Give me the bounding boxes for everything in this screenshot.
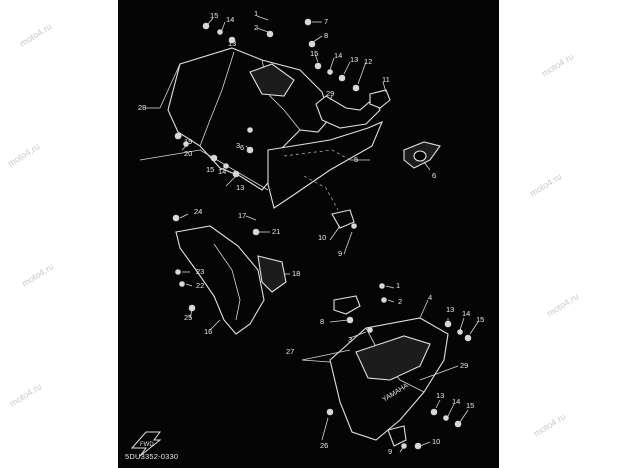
fwd-label: FWD xyxy=(140,442,154,448)
upper-cowling-edge xyxy=(199,51,235,147)
small-cover-hole xyxy=(413,150,427,162)
side-duct xyxy=(257,255,287,293)
lower-stay-rear xyxy=(387,425,407,447)
callout-number: 6 xyxy=(432,171,436,180)
lower-stay xyxy=(333,295,361,315)
fastener-group xyxy=(172,18,472,450)
callout-number: 16 xyxy=(204,327,212,336)
callout-number: 10 xyxy=(318,233,326,242)
callout-number: 24 xyxy=(194,207,202,216)
callout-number: 19 xyxy=(184,137,192,146)
callout-number: 3 xyxy=(236,141,240,150)
callout-number: 8 xyxy=(320,317,324,326)
callout-number: 22 xyxy=(196,281,204,290)
callout-number: 13 xyxy=(436,391,444,400)
callout-number: 1 xyxy=(396,281,400,290)
callout-number: 25 xyxy=(184,313,192,322)
callout-number: 13 xyxy=(446,305,454,314)
leader-lines xyxy=(146,15,479,453)
callout-number: 14 xyxy=(334,51,342,60)
callout-number: 11 xyxy=(382,75,390,84)
callout-number: 2 xyxy=(254,23,258,32)
callout-number: 20 xyxy=(184,149,192,158)
side-panel-crease xyxy=(213,243,241,321)
callout-number: 26 xyxy=(320,441,328,450)
callout-number: 14 xyxy=(462,309,470,318)
upper-cowling-vent xyxy=(249,63,295,97)
callout-number: 29 xyxy=(460,361,468,370)
callout-number: 1 xyxy=(254,9,258,18)
callout-number: 13 xyxy=(350,55,358,64)
cowling-leader-outline xyxy=(139,149,269,191)
callout-number: 3 xyxy=(348,335,352,344)
callout-number: 15 xyxy=(476,315,484,324)
callout-number: 12 xyxy=(364,57,372,66)
callout-number: 7 xyxy=(324,17,328,26)
callout-number: 29 xyxy=(326,89,334,98)
callout-number: 14 xyxy=(226,15,234,24)
inner-panel-hidden-edge xyxy=(303,175,339,211)
callout-number: 13 xyxy=(236,183,244,192)
callout-number: 27 xyxy=(286,347,294,356)
stay-bracket xyxy=(369,89,391,109)
cowling-leader-outline xyxy=(159,47,233,109)
lower-cowling-leader xyxy=(301,349,351,361)
callout-number: 9 xyxy=(338,249,342,258)
inner-panel xyxy=(267,120,384,209)
callout-number: 6 xyxy=(240,143,244,152)
callout-number: 9 xyxy=(388,447,392,456)
inner-panel-hidden-edge xyxy=(283,149,351,161)
callout-number: 15 xyxy=(466,401,474,410)
callout-number: 5 xyxy=(354,155,358,164)
callout-number: 15 xyxy=(310,49,318,58)
callout-number: 14 xyxy=(218,167,226,176)
side-panel xyxy=(175,225,265,335)
callout-number: 13 xyxy=(228,39,236,48)
callout-number: 2 xyxy=(398,297,402,306)
lower-cowling-leader xyxy=(301,359,331,363)
callout-number: 18 xyxy=(292,269,300,278)
callout-number: 23 xyxy=(196,267,204,276)
callout-number: 17 xyxy=(238,211,246,220)
part-code: 5DU3352-0330 xyxy=(125,452,179,461)
callout-number: 14 xyxy=(452,397,460,406)
clip-bracket xyxy=(331,209,355,229)
callout-number: 21 xyxy=(272,227,280,236)
callout-number: 15 xyxy=(206,165,214,174)
callout-number: 15 xyxy=(210,11,218,20)
callout-number: 28 xyxy=(138,103,146,112)
lower-cowling-decal xyxy=(355,335,431,381)
callout-number: 4 xyxy=(428,293,432,302)
callout-number: 10 xyxy=(432,437,440,446)
fwd-arrow-icon: FWD xyxy=(130,431,162,457)
callout-number: 8 xyxy=(324,31,328,40)
